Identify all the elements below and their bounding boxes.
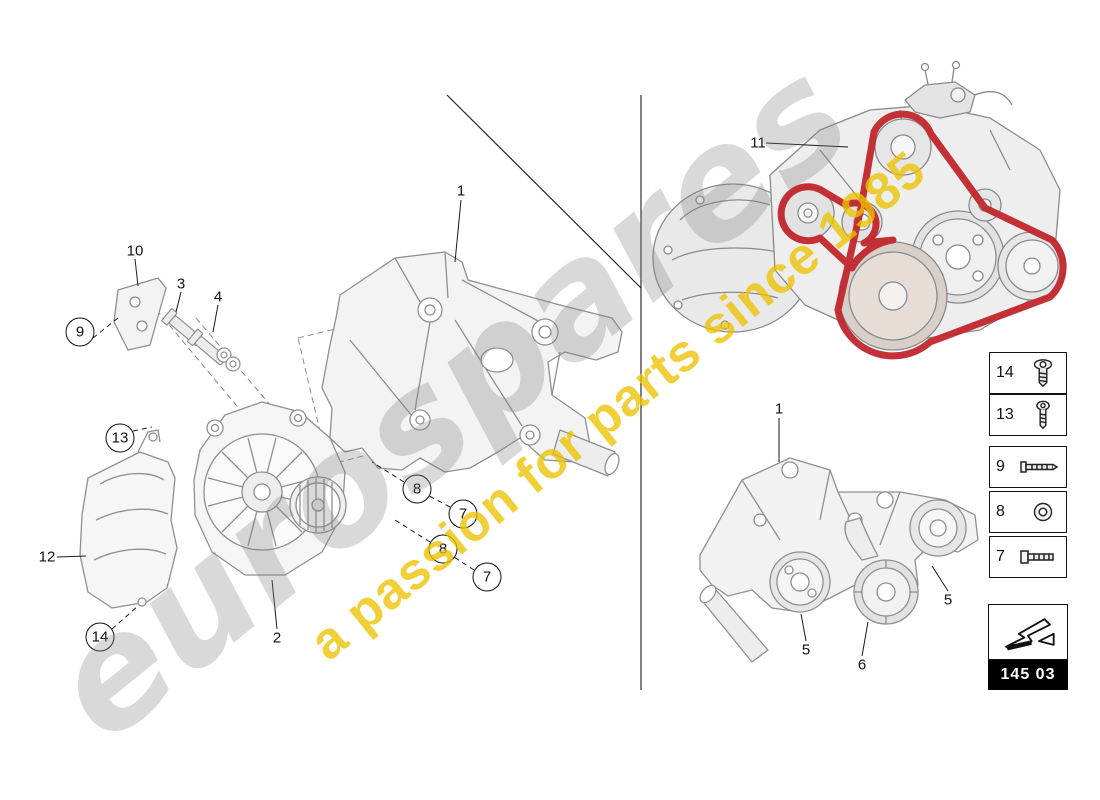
- callout-12: 12: [38, 548, 56, 566]
- callout-2: 2: [272, 629, 282, 647]
- legend-number: 9: [996, 458, 1005, 475]
- callout-10: 10: [126, 242, 144, 260]
- callout-4: 4: [213, 288, 223, 306]
- long-bolt-icon: [1020, 461, 1059, 473]
- hex-bolt-icon: [1020, 550, 1054, 564]
- callout-1: 1: [456, 182, 466, 200]
- direction-arrow-icon: [1005, 618, 1055, 651]
- engine-assembly-drawing: [652, 60, 1067, 360]
- callout-8a: 8: [402, 474, 432, 504]
- callout-5b: 5: [943, 591, 953, 609]
- washer-icon: [1033, 502, 1053, 522]
- bracket-drawing: [321, 251, 623, 477]
- frame-lines: [446, 94, 642, 690]
- bracket-assembly-drawing: [699, 457, 979, 663]
- torx-screw-icon: [1033, 359, 1053, 388]
- legend-item-9: 9: [989, 446, 1067, 488]
- legend-number: 7: [996, 548, 1005, 565]
- callout-14: 14: [85, 622, 115, 652]
- callout-6: 6: [857, 656, 867, 674]
- legend-number: 14: [996, 364, 1014, 381]
- leader-lines: [56, 142, 949, 657]
- pan-screw-icon: [1036, 400, 1050, 430]
- legend-item-8: 8: [989, 491, 1067, 533]
- legend-item-14: 14: [989, 352, 1067, 394]
- callout-11: 11: [750, 134, 766, 152]
- bolt-drawings: [161, 308, 241, 372]
- callout-8b: 8: [428, 534, 458, 564]
- legend-item-13: 13: [989, 394, 1067, 436]
- legend-item-7: 7: [989, 536, 1067, 578]
- callout-13: 13: [105, 423, 135, 453]
- legend-number: 8: [996, 503, 1005, 520]
- legend-number: 13: [996, 406, 1014, 423]
- callout-7a: 7: [448, 499, 478, 529]
- alternator-pulley-drawing: [289, 476, 347, 534]
- mount-plate-drawing: [113, 277, 167, 351]
- callout-3: 3: [176, 275, 186, 293]
- callout-7b: 7: [472, 562, 502, 592]
- direction-arrow-panel: [988, 604, 1068, 660]
- part-code-box: 145 03: [988, 604, 1068, 690]
- alternator-drawing: [193, 401, 347, 576]
- callout-1b: 1: [774, 400, 784, 418]
- callout-5a: 5: [801, 641, 811, 659]
- callout-9: 9: [65, 317, 95, 347]
- heat-shield-drawing: [79, 429, 178, 609]
- v-belt-drawing: [777, 110, 1067, 360]
- part-code-label: 145 03: [988, 660, 1068, 690]
